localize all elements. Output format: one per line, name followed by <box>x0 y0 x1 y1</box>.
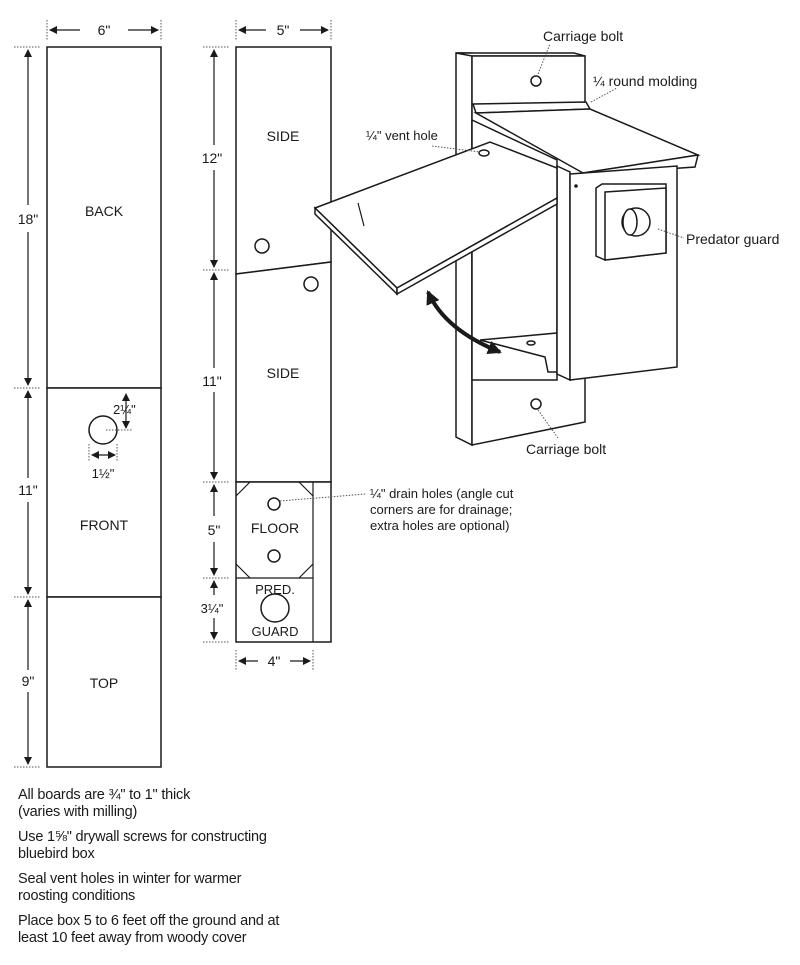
width-6-dim: 6" <box>98 22 111 38</box>
side-board-1 <box>235 46 332 275</box>
pred-guard-hole <box>260 593 290 623</box>
note-line: roosting conditions <box>18 888 136 904</box>
pred-height-dim: 3¼" <box>201 601 224 616</box>
carriage-bolt-bottom <box>530 398 542 410</box>
hole-offset-dim: 2¼" <box>113 402 136 417</box>
back-board <box>46 46 162 389</box>
molding-callout: ¼ round molding <box>593 73 697 89</box>
column-1-dimensions: 6" 18" 11" 9" <box>14 20 162 768</box>
side-2-height-dim: 11" <box>202 373 222 389</box>
floor-label: FLOOR <box>251 520 299 536</box>
carriage-bolt-top-callout: Carriage bolt <box>543 28 623 44</box>
side-2-hole <box>303 276 319 292</box>
width-4-dim: 4" <box>268 653 281 669</box>
back-label: BACK <box>85 203 124 219</box>
board-column-2: SIDE SIDE FLOOR PRED. GUARD <box>235 46 332 643</box>
note-line: Place box 5 to 6 feet off the ground and… <box>18 913 280 929</box>
note-screws: Use 1⅝" drywall screws for constructing … <box>18 829 318 863</box>
column-2-dimensions: 5" 4" 12" 11" 5" 3¼" ¼" drain holes (ang… <box>201 20 514 670</box>
assembled-birdhouse: Carriage bolt ¼ round molding ¼" vent ho… <box>313 28 779 457</box>
note-line: Use 1⅝" drywall screws for constructing <box>18 829 267 845</box>
drain-hole-1 <box>267 497 281 511</box>
back-height-dim: 18" <box>18 211 39 227</box>
carriage-bolt-bottom-callout: Carriage bolt <box>526 441 606 457</box>
vent-hole <box>478 149 490 157</box>
front-edge <box>556 164 571 382</box>
pivot-nail <box>357 202 365 227</box>
front-height-dim: 11" <box>18 482 38 498</box>
top-height-dim: 9" <box>22 673 35 689</box>
side-1-label: SIDE <box>267 128 300 144</box>
predator-guard-callout: Predator guard <box>686 231 779 247</box>
top-board <box>46 596 162 768</box>
door-swing-arrow <box>426 290 502 355</box>
drain-holes-callout-1: ¼" drain holes (angle cut <box>370 486 514 501</box>
entrance-hole <box>88 415 118 445</box>
note-placement: Place box 5 to 6 feet off the ground and… <box>18 913 318 947</box>
note-line: (varies with milling) <box>18 804 138 820</box>
note-vent-holes: Seal vent holes in winter for warmer roo… <box>18 871 318 905</box>
drain-hole-2 <box>267 549 281 563</box>
board-column-1: BACK FRONT TOP 2¼" 1½" <box>46 46 162 768</box>
hole-diameter-dim: 1½" <box>92 466 115 481</box>
floor-height-dim: 5" <box>208 522 221 538</box>
pred-guard-label-1: PRED. <box>255 582 295 597</box>
note-line: Seal vent holes in winter for warmer <box>18 871 242 887</box>
pred-guard-label-2: GUARD <box>252 624 299 639</box>
note-line: least 10 feet away from woody cover <box>18 930 247 946</box>
note-line: All boards are ¾" to 1" thick <box>18 787 191 803</box>
side-2-label: SIDE <box>267 365 300 381</box>
side-1-hole <box>254 238 270 254</box>
note-board-thickness: All boards are ¾" to 1" thick (varies wi… <box>18 787 318 821</box>
drain-holes-callout-2: corners are for drainage; <box>370 502 512 517</box>
top-label: TOP <box>90 675 119 691</box>
vent-hole-callout: ¼" vent hole <box>366 128 438 143</box>
carriage-bolt-top <box>530 75 542 87</box>
note-line: bluebird box <box>18 846 95 862</box>
construction-notes: All boards are ¾" to 1" thick (varies wi… <box>18 787 318 955</box>
floor-angle-cut-corners <box>235 481 314 579</box>
width-5-dim: 5" <box>277 22 290 38</box>
drain-holes-callout-3: extra holes are optional) <box>370 518 509 533</box>
side-1-height-dim: 12" <box>202 150 223 166</box>
front-label: FRONT <box>80 517 129 533</box>
